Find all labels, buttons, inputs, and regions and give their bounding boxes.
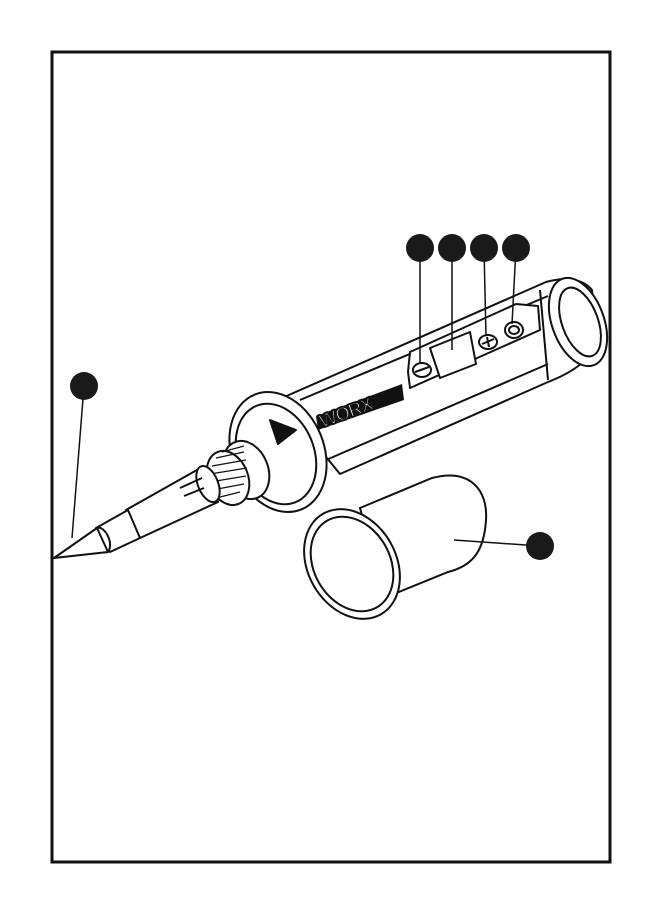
marker-plus-button xyxy=(470,234,498,262)
marker-cap xyxy=(526,532,554,560)
soldering-tip xyxy=(54,528,108,558)
marker-tip xyxy=(70,372,98,400)
leader-tip xyxy=(72,386,84,538)
marker-minus-button xyxy=(406,234,434,262)
marker-power-button xyxy=(502,234,530,262)
marker-display xyxy=(438,234,466,262)
power-button-inner xyxy=(509,326,519,334)
